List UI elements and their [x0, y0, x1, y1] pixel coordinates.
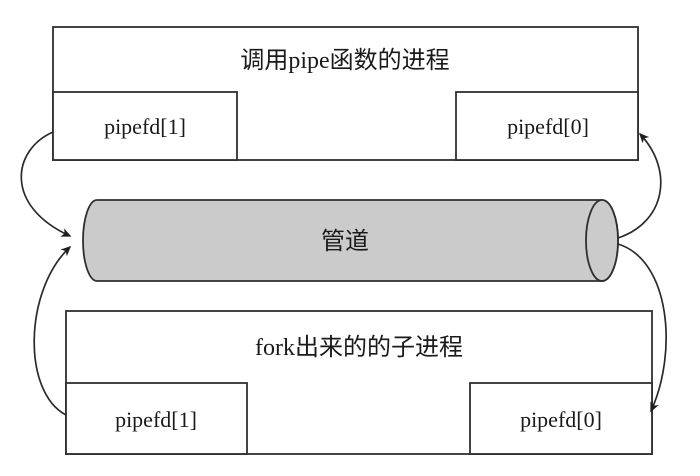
arrow-parent-write-to-pipe — [20, 131, 72, 237]
parent-pipefd1-box — [52, 91, 238, 161]
pipe-cylinder-endcap — [585, 199, 619, 282]
arrow-pipe-to-child-read — [617, 243, 667, 413]
child-pipefd0-label: pipefd[0] — [520, 407, 602, 432]
arrow-child-write-to-pipe — [33, 245, 72, 416]
child-process-label: fork出来的的子进程 — [255, 334, 463, 361]
parent-process-label: 调用pipe函数的进程 — [240, 47, 449, 74]
pipe-label: 管道 — [321, 228, 369, 255]
parent-pipefd0-box — [455, 91, 639, 161]
child-pipefd1-label: pipefd[1] — [115, 407, 197, 432]
arrow-pipe-to-parent-read — [617, 132, 662, 239]
child-pipefd0-box — [469, 382, 653, 455]
parent-pipefd0-label: pipefd[0] — [507, 114, 589, 139]
child-pipefd1-box — [65, 382, 248, 455]
parent-pipefd1-label: pipefd[1] — [104, 114, 186, 139]
